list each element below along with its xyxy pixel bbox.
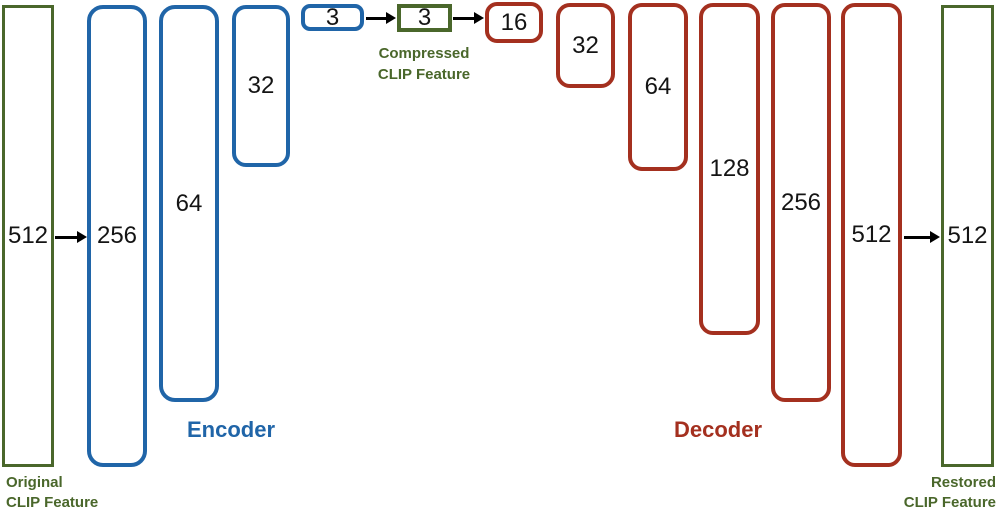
bottleneck-caption: Compressed CLIP Feature xyxy=(344,43,504,85)
flow-arrow-icon xyxy=(453,10,484,26)
input-feature-value: 512 xyxy=(7,222,49,249)
decoder-layer-value: 32 xyxy=(572,31,599,59)
caption-line: Restored xyxy=(930,474,996,491)
output-feature-box: 512 xyxy=(941,5,994,467)
decoder-layer-value: 256 xyxy=(780,188,822,216)
arrow-shaft xyxy=(366,16,389,20)
caption-line: Compressed xyxy=(378,45,470,62)
arrow-head xyxy=(930,231,940,243)
decoder-label: Decoder xyxy=(673,417,763,442)
decoder-layer-value: 512 xyxy=(851,221,892,248)
encoder-layer-256-box: 256 xyxy=(87,5,147,467)
encoder-layer-value: 32 xyxy=(247,72,275,99)
arrow-head xyxy=(386,12,396,24)
flow-arrow-icon xyxy=(904,229,940,245)
encoder-label: Encoder xyxy=(186,417,276,442)
encoder-layer-value: 256 xyxy=(96,222,138,249)
bottleneck-value: 3 xyxy=(417,4,432,31)
input-feature-box: 512 xyxy=(2,5,54,467)
flow-arrow-icon xyxy=(366,10,396,26)
encoder-layer-value: 3 xyxy=(325,3,340,31)
encoder-layer-3-box: 3 xyxy=(301,4,364,31)
caption-line: Original xyxy=(6,474,63,491)
decoder-layer-32-box: 32 xyxy=(556,3,615,88)
decoder-layer-value: 64 xyxy=(644,73,672,100)
arrow-shaft xyxy=(453,16,477,20)
encoder-layer-value: 64 xyxy=(175,189,203,217)
decoder-layer-value: 16 xyxy=(500,8,528,36)
decoder-layer-16-box: 16 xyxy=(485,2,543,43)
decoder-layer-128-box: 128 xyxy=(699,3,760,335)
output-feature-caption: Restored CLIP Feature xyxy=(836,473,996,513)
caption-line: CLIP Feature xyxy=(903,494,996,511)
decoder-layer-512-box: 512 xyxy=(841,3,902,467)
output-feature-value: 512 xyxy=(947,222,988,249)
bottleneck-box: 3 xyxy=(397,4,452,32)
arrow-head xyxy=(474,12,484,24)
decoder-layer-64-box: 64 xyxy=(628,3,688,171)
encoder-layer-64-box: 64 xyxy=(159,5,219,402)
flow-arrow-icon xyxy=(55,229,87,245)
input-feature-caption: Original CLIP Feature xyxy=(6,473,186,513)
decoder-layer-256-box: 256 xyxy=(771,3,831,402)
encoder-layer-32-box: 32 xyxy=(232,5,290,167)
caption-line: CLIP Feature xyxy=(6,494,99,511)
caption-line: CLIP Feature xyxy=(377,66,471,83)
arrow-shaft xyxy=(55,235,80,239)
arrow-head xyxy=(77,231,87,243)
arrow-shaft xyxy=(904,235,933,239)
decoder-layer-value: 128 xyxy=(709,155,750,182)
